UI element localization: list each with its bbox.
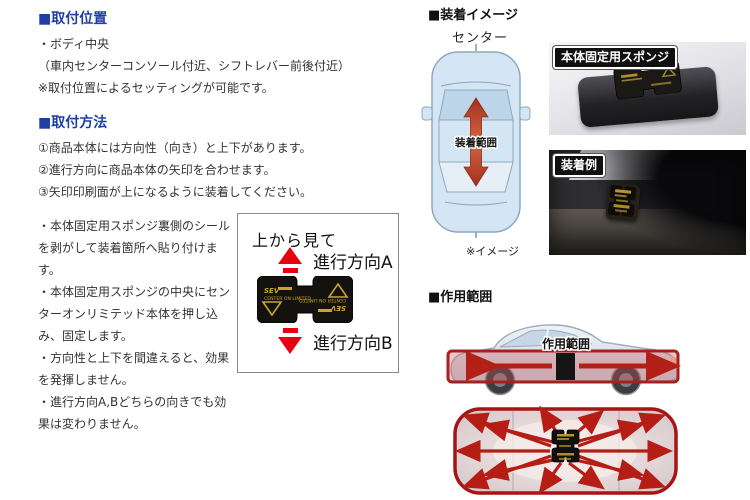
car-side-view-diagram: 作用範囲 [446, 324, 681, 396]
top-view-direction-box: 上から見て 進行方向A SEV CENTER ON LIMITED SEV CE… [237, 213, 399, 373]
install-example-photo: 装着例 [549, 150, 746, 255]
product-side-marker [556, 353, 575, 380]
mount-position-line1: ・ボディ中央 [38, 37, 110, 51]
note-direction-ab: ・進行方向A,Bどちらの向きでも効果は変わりません。 [38, 395, 227, 431]
product-arrow-up-mark [327, 282, 349, 298]
sponge-block [577, 60, 720, 132]
mirror-left [421, 106, 433, 121]
arrow-up-icon [278, 247, 302, 273]
heading-effect-range: ■作用範囲 [428, 290, 493, 305]
product-brand-text: SEV [264, 287, 280, 295]
product-rotated-print: SEV CENTER ON LIMITED [261, 297, 346, 317]
radiating-arrows [455, 405, 673, 494]
mount-method-notes: ・本体固定用スポンジ裏側のシールを剥がして装着箇所へ貼り付けます。 ・本体固定用… [38, 215, 236, 435]
effect-range-label: 作用範囲 [542, 336, 590, 351]
product-top-view: SEV CENTER ON LIMITED SEV CENTER ON LIMI… [257, 276, 353, 323]
sponge-photo: 本体固定用スポンジ [549, 42, 746, 135]
car-top-view-diagram: 装着範囲 [421, 44, 531, 242]
direction-a-label: 進行方向A [313, 252, 393, 273]
note-sponge-seal: ・本体固定用スポンジ裏側のシールを剥がして装着箇所へ貼り付けます。 [38, 219, 231, 277]
direction-box-title: 上から見て [252, 231, 338, 250]
note-press-fit: ・本体固定用スポンジの中央にセンターオンリミテッド本体を押し込み、固定します。 [38, 285, 231, 343]
note-orientation: ・方向性と上下を間違えると、効果を発揮しません。 [38, 351, 230, 387]
heading-mount-method: ■取付方法 [38, 115, 108, 131]
direction-b-row: 進行方向B [278, 328, 393, 354]
heading-mount-position: ■取付位置 [38, 11, 108, 27]
arrow-down-icon [278, 328, 302, 354]
install-example-label: 装着例 [553, 154, 606, 177]
mount-range-arrow [463, 97, 489, 187]
mount-range-label: 装着範囲 [454, 136, 497, 149]
direction-b-label: 進行方向B [313, 333, 393, 354]
sponge-photo-label: 本体固定用スポンジ [553, 46, 678, 69]
direction-a-row: 進行方向A [278, 247, 393, 273]
svg-text:SEV: SEV [330, 304, 346, 312]
mirror-right [519, 106, 531, 121]
heading-install-image: ■装着イメージ [428, 8, 519, 23]
mount-position-line2: （車内センターコンソール付近、シフトレバー前後付近） [38, 59, 351, 73]
image-caption: ※イメージ [466, 245, 519, 258]
mount-position-line3: ※取付位置によるセッティングが可能です。 [38, 81, 274, 95]
car-bottom-view-diagram [453, 405, 678, 495]
product-bottom-center [551, 429, 580, 463]
svg-text:CENTER ON LIMITED: CENTER ON LIMITED [299, 297, 346, 303]
center-line-label: センター [452, 31, 509, 46]
mount-method-step1: ①商品本体には方向性（向き）と上下があります。 [38, 141, 312, 155]
product-name-text: CENTER ON LIMITED [264, 296, 311, 302]
mount-method-step2: ②進行方向に商品本体の矢印を合わせます。 [38, 163, 276, 177]
installed-product [605, 182, 641, 222]
product-on-sponge [613, 60, 682, 100]
mount-method-step3: ③矢印印刷面が上になるように装着してください。 [38, 185, 313, 199]
